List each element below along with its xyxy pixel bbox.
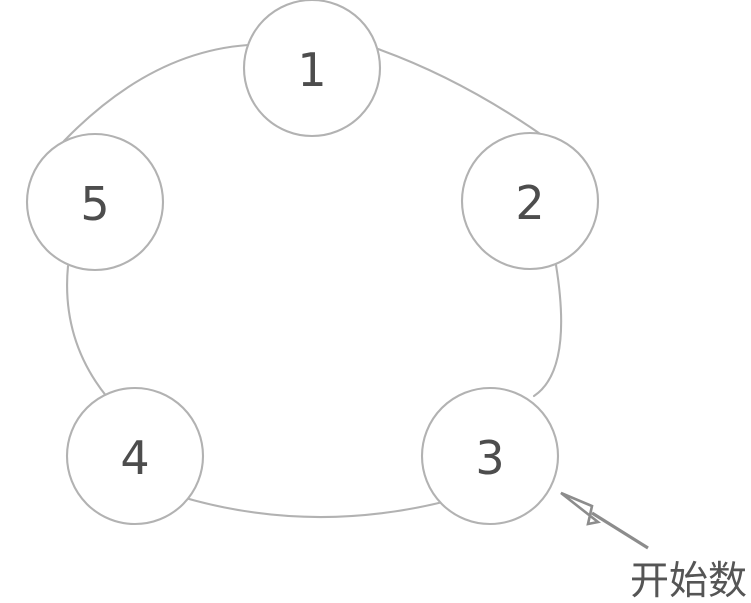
node-1-circle[interactable] <box>242 0 382 138</box>
edge-4-to-5 <box>66 264 109 399</box>
node-3-label: 3 <box>475 431 504 485</box>
node-5[interactable]: 5 <box>25 132 165 272</box>
node-4[interactable]: 4 <box>65 386 205 526</box>
edge-3-to-4 <box>180 495 449 519</box>
node-2-circle[interactable] <box>460 131 600 271</box>
edge-2-to-3 <box>532 263 563 398</box>
node-1-label: 1 <box>297 43 326 97</box>
edge-5-to-1 <box>62 43 250 143</box>
node-2-label: 2 <box>515 176 544 230</box>
node-3-circle[interactable] <box>420 386 560 526</box>
node-4-circle[interactable] <box>65 386 205 526</box>
node-1[interactable]: 1 <box>242 0 382 138</box>
node-5-label: 5 <box>80 177 109 231</box>
annotation-label: 开始数 <box>630 559 747 603</box>
annotation-arrow-head-icon <box>560 491 602 526</box>
edge-group <box>62 43 563 519</box>
edge-1-to-2 <box>376 47 562 150</box>
node-5-circle[interactable] <box>25 132 165 272</box>
annotation-arrow-shaft <box>591 511 649 550</box>
node-4-label: 4 <box>120 431 149 485</box>
annotation-arrow <box>560 491 649 550</box>
node-3[interactable]: 3 <box>420 386 560 526</box>
node-2[interactable]: 2 <box>460 131 600 271</box>
